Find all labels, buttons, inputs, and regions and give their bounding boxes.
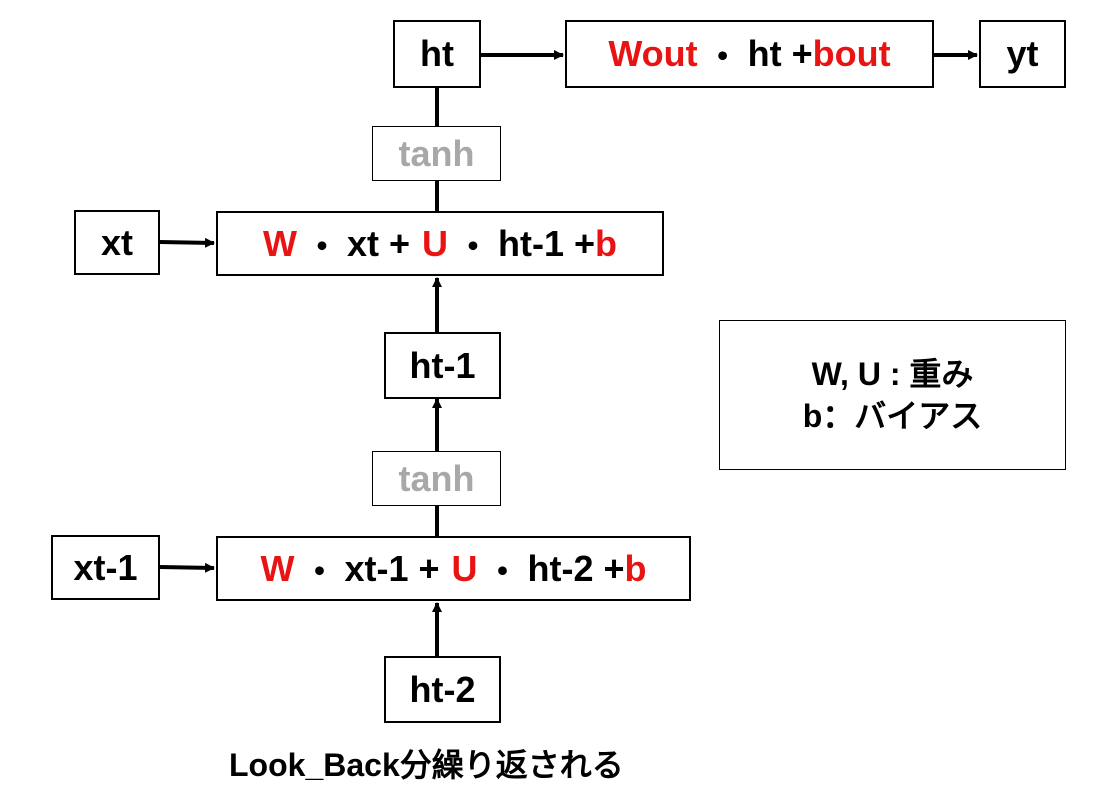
- node-xt: xt: [74, 210, 160, 275]
- arrow-xt-to-eq: [159, 237, 215, 248]
- node-ht-1: ht-1: [384, 332, 501, 399]
- wout-term: Wout: [608, 33, 698, 74]
- node-ht-2-label: ht-2: [409, 668, 476, 710]
- u-term: U: [422, 222, 448, 264]
- repeat-caption: Look_Back分繰り返される: [229, 747, 624, 783]
- ht1-term: ht-1 +: [498, 222, 596, 264]
- ht-term: ht +: [747, 33, 813, 74]
- dot-operator: ・: [303, 225, 340, 267]
- ht2-term: ht-2 +: [527, 547, 625, 589]
- node-xt-label: xt: [100, 221, 133, 263]
- node-ht-label: ht: [420, 33, 454, 74]
- tanh-top: tanh: [372, 126, 501, 181]
- equation-t-1: W ・ xt-1 + U ・ ht-2 + b: [216, 536, 691, 601]
- node-ht-2: ht-2: [384, 656, 501, 723]
- tanh-bottom-label: tanh: [398, 457, 475, 499]
- xt1-term: xt-1 +: [344, 547, 440, 589]
- legend-bias: b：バイアス: [802, 398, 983, 434]
- b-term: b: [595, 222, 618, 264]
- b-term: b: [624, 547, 647, 589]
- node-xt-1: xt-1: [51, 535, 160, 600]
- dot-operator: ・: [484, 550, 521, 592]
- xt-term: xt +: [346, 222, 410, 264]
- dot-operator: ・: [704, 36, 741, 77]
- w-term: W: [260, 547, 295, 589]
- node-xt-1-label: xt-1: [73, 546, 138, 588]
- equation-t: W ・ xt + U ・ ht-1 + b: [216, 211, 664, 276]
- u-term: U: [451, 547, 478, 589]
- node-ht: ht: [393, 20, 481, 88]
- bout-term: bout: [812, 33, 891, 74]
- output-equation: Wout ・ ht + bout: [565, 20, 934, 88]
- node-yt-label: yt: [1006, 33, 1039, 74]
- arrow-xt1-to-eq1: [159, 562, 215, 573]
- dot-operator: ・: [455, 225, 492, 267]
- legend-weights: W, U : 重み: [811, 356, 974, 392]
- dot-operator: ・: [301, 550, 338, 592]
- tanh-bottom: tanh: [372, 451, 501, 506]
- legend-box: W, U : 重み b：バイアス: [719, 320, 1066, 470]
- node-ht-1-label: ht-1: [409, 344, 476, 386]
- node-yt: yt: [979, 20, 1066, 88]
- tanh-top-label: tanh: [398, 132, 475, 174]
- w-term: W: [262, 222, 297, 264]
